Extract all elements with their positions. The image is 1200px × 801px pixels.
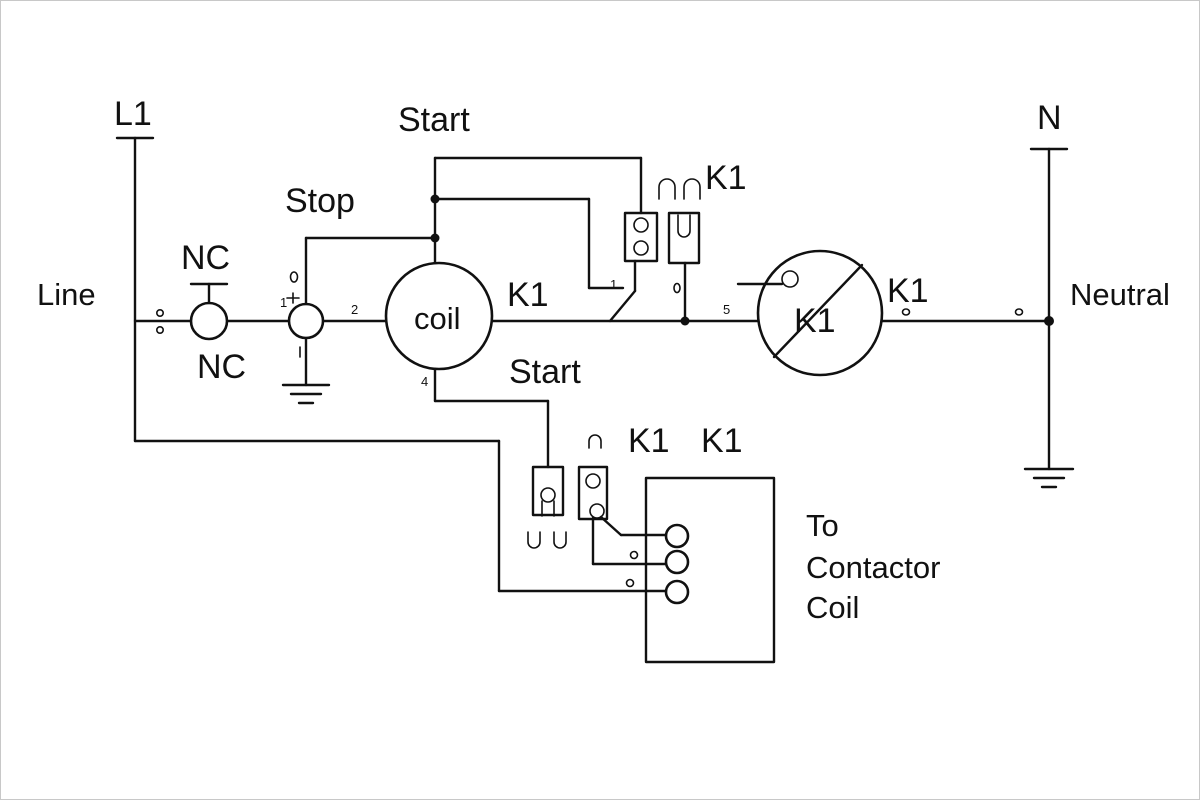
- neutral-rail: [1029, 147, 1069, 471]
- k1-top-label: K1: [705, 159, 747, 197]
- k1-relay-label: K1: [794, 302, 836, 340]
- start-bottom-label: Start: [509, 353, 581, 391]
- line-label: Line: [37, 277, 96, 312]
- contactor-coil-box: [625, 476, 776, 664]
- junction-dot: [1044, 316, 1054, 326]
- k1-lower-contact-block: [527, 434, 667, 566]
- terminal-dot: [901, 308, 911, 316]
- k1-lower-a-label: K1: [628, 422, 670, 460]
- stop-ground-symbol: [281, 336, 331, 405]
- terminal-1-label: 1: [280, 295, 287, 310]
- l1-rail: [115, 136, 155, 443]
- n-label: N: [1037, 99, 1062, 137]
- contact-1-label: 1: [610, 277, 617, 292]
- start-bottom-wiring: [133, 367, 667, 593]
- k1-lower-b-label: K1: [701, 422, 743, 460]
- neutral-ground-symbol: [1023, 467, 1075, 489]
- nc-stop-device: [156, 282, 229, 341]
- nc-bottom-label: NC: [197, 348, 246, 386]
- junction-dot: [430, 233, 440, 243]
- coil-symbol: [384, 261, 494, 371]
- k1-relay-symbol: [736, 249, 884, 377]
- k1-right-label: K1: [887, 272, 929, 310]
- contactor-line1: To: [806, 508, 839, 543]
- terminal-2-label: 2: [351, 302, 358, 317]
- start-top-label: Start: [398, 101, 470, 139]
- contactor-line3: Coil: [806, 590, 859, 625]
- nc-top-label: NC: [181, 239, 230, 277]
- junction-dot: [430, 194, 440, 204]
- stop-label: Stop: [285, 182, 355, 220]
- terminal-dot: [1014, 308, 1024, 316]
- start-top-wiring: [433, 156, 643, 323]
- k1-coil-out-label: K1: [507, 276, 549, 314]
- stop-switch: [286, 236, 437, 358]
- coil-label: coil: [414, 301, 461, 336]
- terminal-5-label: 5: [723, 302, 730, 317]
- k1-top-contact-block: [623, 178, 701, 323]
- junction-dot: [680, 316, 690, 326]
- terminal-4-label: 4: [421, 374, 428, 389]
- l1-label: L1: [114, 95, 152, 133]
- contactor-line2: Contactor: [806, 550, 940, 585]
- neutral-label: Neutral: [1070, 277, 1170, 312]
